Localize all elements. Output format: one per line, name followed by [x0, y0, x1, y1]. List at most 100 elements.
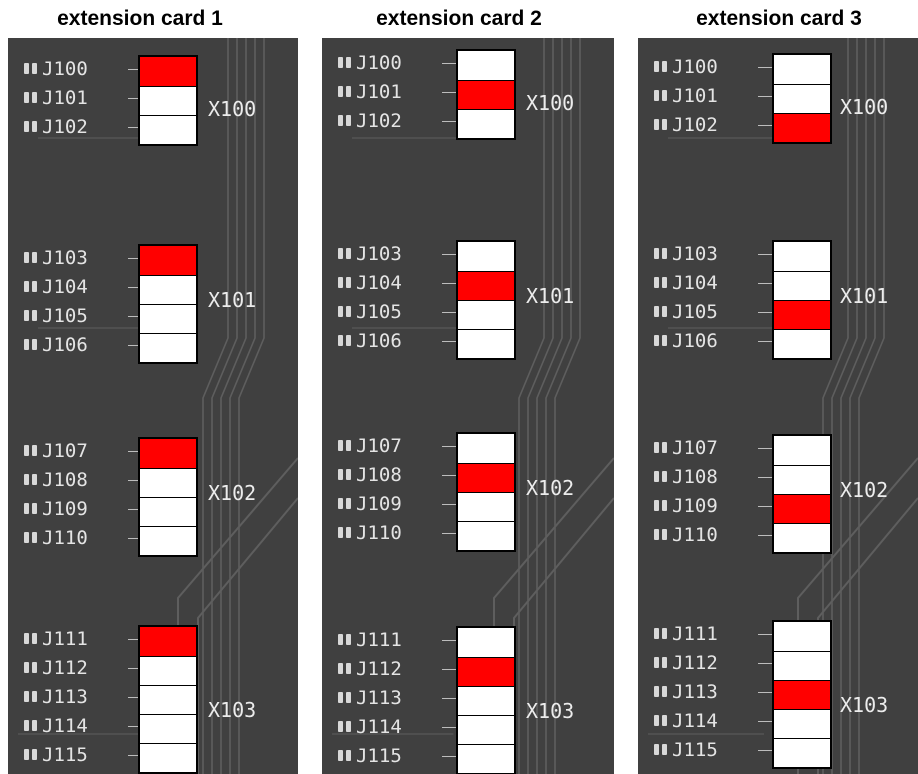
pcb-trace — [211, 38, 238, 774]
connector-label: X101 — [840, 284, 889, 308]
pin-pad — [32, 92, 37, 103]
pin-trace — [128, 69, 138, 70]
jumper-open-slot — [774, 709, 830, 738]
pin-pad — [662, 628, 667, 639]
jumper-open-slot — [458, 109, 514, 138]
jumper-open-slot — [140, 304, 196, 333]
jumper-open-slot — [140, 685, 196, 714]
jumper-open-slot — [774, 738, 830, 767]
pin-label: J103 — [356, 243, 402, 265]
pin-pad — [338, 469, 343, 480]
jumper-open-slot — [140, 526, 196, 555]
jumper-set-marker — [140, 246, 196, 275]
pin-trace — [442, 533, 456, 534]
jumper-block-x103 — [772, 620, 832, 769]
pin-pad — [24, 749, 29, 760]
pin-pad — [32, 662, 37, 673]
pin-label: J109 — [672, 495, 718, 517]
pin-pad — [24, 339, 29, 350]
jumper-block-x101 — [456, 240, 516, 360]
pin-trace — [758, 448, 772, 449]
jumper-open-slot — [774, 242, 830, 271]
connector-label: X103 — [840, 693, 889, 717]
pin-pad — [24, 281, 29, 292]
pin-pad — [654, 277, 659, 288]
pin-trace — [128, 316, 138, 317]
pin-label: J115 — [42, 744, 88, 766]
pin-pad — [662, 744, 667, 755]
jumper-open-slot — [458, 628, 514, 657]
pin-trace — [758, 341, 772, 342]
jumper-open-slot — [774, 523, 830, 552]
pin-pad — [662, 277, 667, 288]
jumper-open-slot — [140, 468, 196, 497]
jumper-set-marker — [140, 57, 196, 86]
jumper-open-slot — [774, 329, 830, 358]
connector-label: X102 — [526, 476, 575, 500]
jumper-block-x100 — [138, 55, 198, 146]
jumper-set-marker — [774, 113, 830, 142]
pin-pad — [338, 527, 343, 538]
pin-pad — [662, 335, 667, 346]
jumper-set-marker — [458, 271, 514, 300]
jumper-open-slot — [140, 714, 196, 743]
pin-label: J101 — [356, 81, 402, 103]
jumper-set-marker — [458, 657, 514, 686]
jumper-open-slot — [140, 333, 196, 362]
pin-pad — [24, 532, 29, 543]
pcb-trace — [197, 497, 298, 774]
pin-trace — [128, 509, 138, 510]
pin-trace — [442, 727, 456, 728]
pin-pad — [654, 686, 659, 697]
pin-pad — [654, 657, 659, 668]
pin-pad — [24, 633, 29, 644]
pin-pad — [32, 339, 37, 350]
pin-pad — [338, 306, 343, 317]
pin-trace — [758, 254, 772, 255]
jumper-block-x103 — [138, 625, 198, 774]
pin-label: J106 — [42, 334, 88, 356]
jumper-open-slot — [458, 300, 514, 329]
pin-trace — [758, 477, 772, 478]
pin-pad — [32, 503, 37, 514]
pin-label: J106 — [672, 330, 718, 352]
pin-pad — [662, 500, 667, 511]
pin-trace — [128, 538, 138, 539]
jumper-block-x101 — [772, 240, 832, 360]
pin-trace — [758, 125, 772, 126]
pin-trace — [128, 480, 138, 481]
connector-label: X102 — [840, 478, 889, 502]
pin-pad — [338, 335, 343, 346]
pin-pad — [24, 310, 29, 321]
panel-title-card-2: extension card 2 — [376, 7, 542, 30]
pin-pad — [346, 335, 351, 346]
jumper-open-slot — [774, 55, 830, 84]
pin-pad — [24, 121, 29, 132]
pcb-trace — [831, 38, 858, 774]
pin-label: J104 — [672, 272, 718, 294]
jumper-open-slot — [458, 686, 514, 715]
pin-pad — [662, 61, 667, 72]
jumper-set-marker — [774, 680, 830, 709]
pin-trace — [442, 92, 456, 93]
jumper-set-marker — [458, 463, 514, 492]
pin-pad — [346, 115, 351, 126]
pin-pad — [338, 692, 343, 703]
pcb-trace — [527, 38, 554, 774]
pin-pad — [338, 663, 343, 674]
pin-label: J102 — [672, 114, 718, 136]
pin-pad — [24, 92, 29, 103]
pin-pad — [654, 61, 659, 72]
pin-pad — [24, 503, 29, 514]
pin-trace — [758, 283, 772, 284]
jumper-open-slot — [458, 492, 514, 521]
pin-label: J109 — [356, 493, 402, 515]
pcb-trace — [536, 38, 563, 774]
pin-pad — [32, 252, 37, 263]
pin-pad — [346, 498, 351, 509]
pin-trace — [128, 668, 138, 669]
pin-pad — [654, 248, 659, 259]
pin-trace — [442, 121, 456, 122]
pin-pad — [662, 248, 667, 259]
